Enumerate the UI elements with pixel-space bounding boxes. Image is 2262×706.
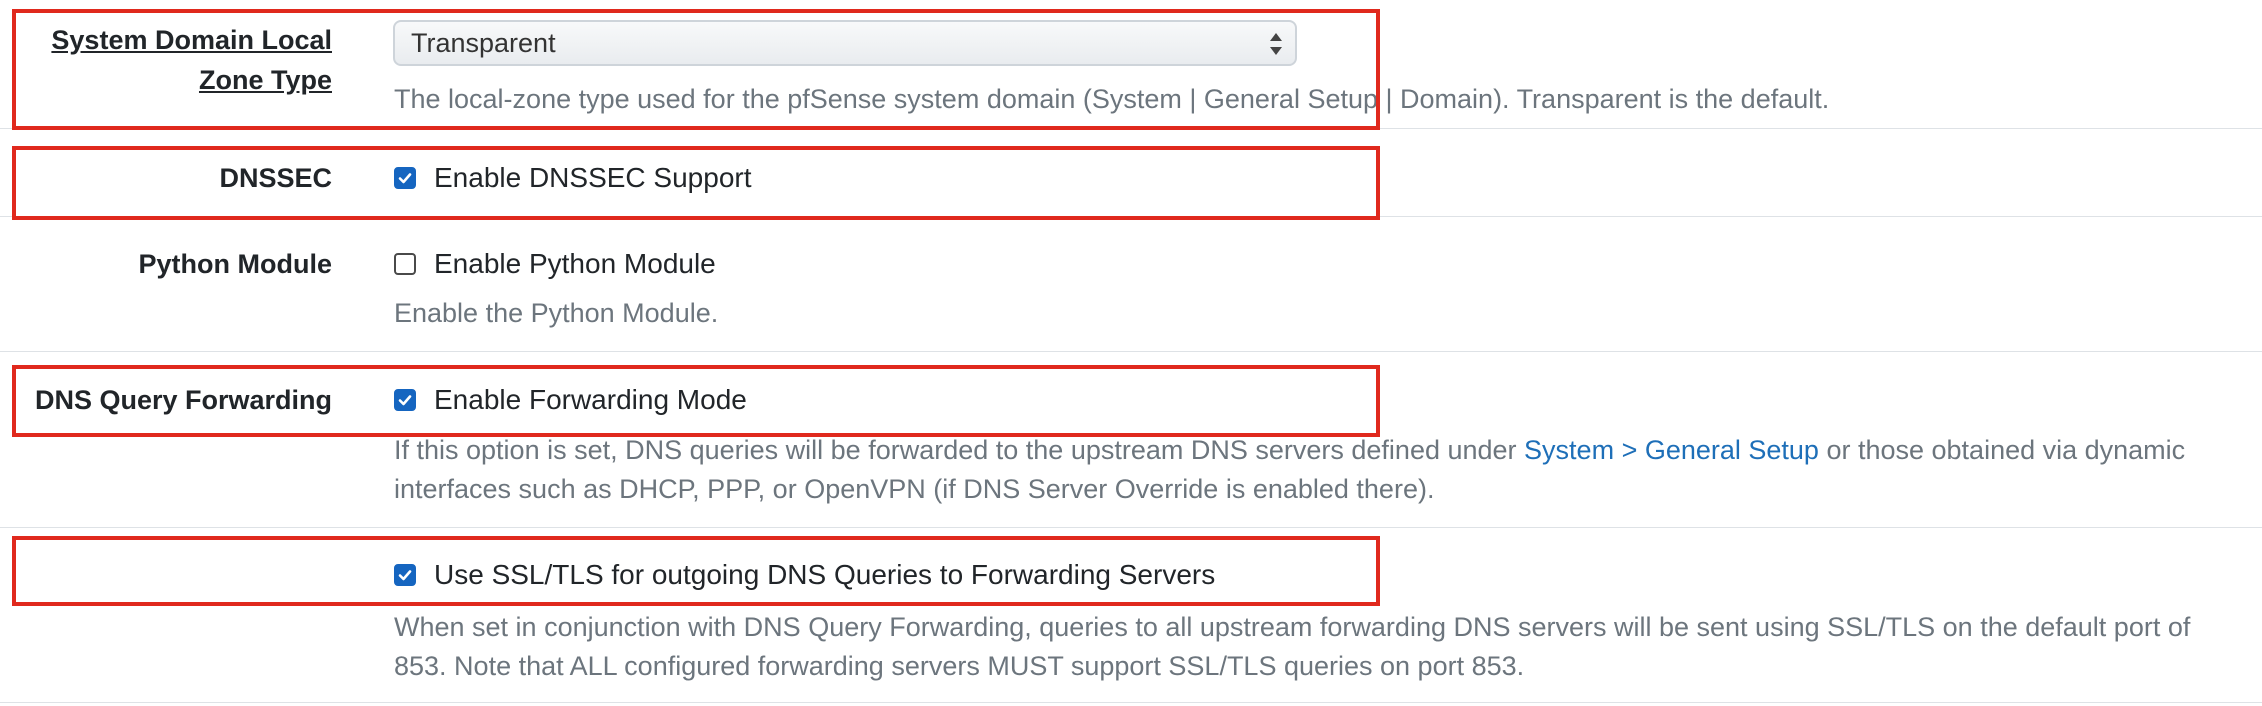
- python-module-checkbox-label: Enable Python Module: [434, 248, 716, 279]
- ssl-tls-checkbox-box[interactable]: [394, 564, 416, 586]
- dns-query-forwarding-label: DNS Query Forwarding: [34, 385, 332, 415]
- ssl-tls-help-line1: When set in conjunction with DNS Query F…: [394, 612, 2191, 642]
- checkmark-icon: [398, 173, 412, 184]
- row-divider: [0, 702, 2262, 703]
- select-arrows-icon: [1270, 33, 1282, 55]
- forwarding-help-text-after: or those obtained via dynamic: [1818, 435, 2186, 465]
- python-module-label: Python Module: [138, 249, 332, 279]
- forwarding-mode-checkbox-label: Enable Forwarding Mode: [434, 384, 747, 415]
- highlight-box-forwarding: [12, 365, 1380, 437]
- zone-type-help: The local-zone type used for the pfSense…: [394, 84, 1830, 114]
- highlight-box-dnssec: [12, 146, 1380, 220]
- forwarding-mode-checkbox-box[interactable]: [394, 389, 416, 411]
- python-module-checkbox-box[interactable]: [394, 253, 416, 275]
- row-divider: [0, 351, 2262, 352]
- dnssec-label: DNSSEC: [219, 163, 332, 193]
- dnssec-checkbox-box[interactable]: [394, 167, 416, 189]
- row-divider: [0, 527, 2262, 528]
- ssl-tls-checkbox-label: Use SSL/TLS for outgoing DNS Queries to …: [434, 559, 1216, 590]
- ssl-tls-checkbox[interactable]: Use SSL/TLS for outgoing DNS Queries to …: [394, 555, 1215, 595]
- forwarding-mode-checkbox[interactable]: Enable Forwarding Mode: [394, 380, 747, 420]
- highlight-box-zone-type: [12, 9, 1380, 130]
- general-setup-link[interactable]: System > General Setup: [1524, 435, 1819, 465]
- checkmark-icon: [398, 570, 412, 581]
- python-module-help: Enable the Python Module.: [394, 298, 719, 328]
- python-module-checkbox[interactable]: Enable Python Module: [394, 244, 716, 284]
- forwarding-help-line1: If this option is set, DNS queries will …: [394, 430, 2185, 470]
- checkmark-icon: [398, 395, 412, 406]
- ssl-tls-help-line2: 853. Note that ALL configured forwarding…: [394, 651, 1525, 681]
- dnssec-checkbox-label: Enable DNSSEC Support: [434, 162, 752, 193]
- zone-type-select-value: Transparent: [411, 28, 556, 58]
- forwarding-help-text: If this option is set, DNS queries will …: [394, 435, 1525, 465]
- system-domain-label-line1[interactable]: System Domain Local: [51, 25, 332, 55]
- zone-type-select[interactable]: Transparent: [393, 20, 1297, 66]
- dnssec-checkbox[interactable]: Enable DNSSEC Support: [394, 158, 752, 198]
- highlight-box-ssl-tls: [12, 536, 1380, 606]
- forwarding-help-line2: interfaces such as DHCP, PPP, or OpenVPN…: [394, 474, 1435, 504]
- system-domain-label-line2[interactable]: Zone Type: [198, 65, 332, 95]
